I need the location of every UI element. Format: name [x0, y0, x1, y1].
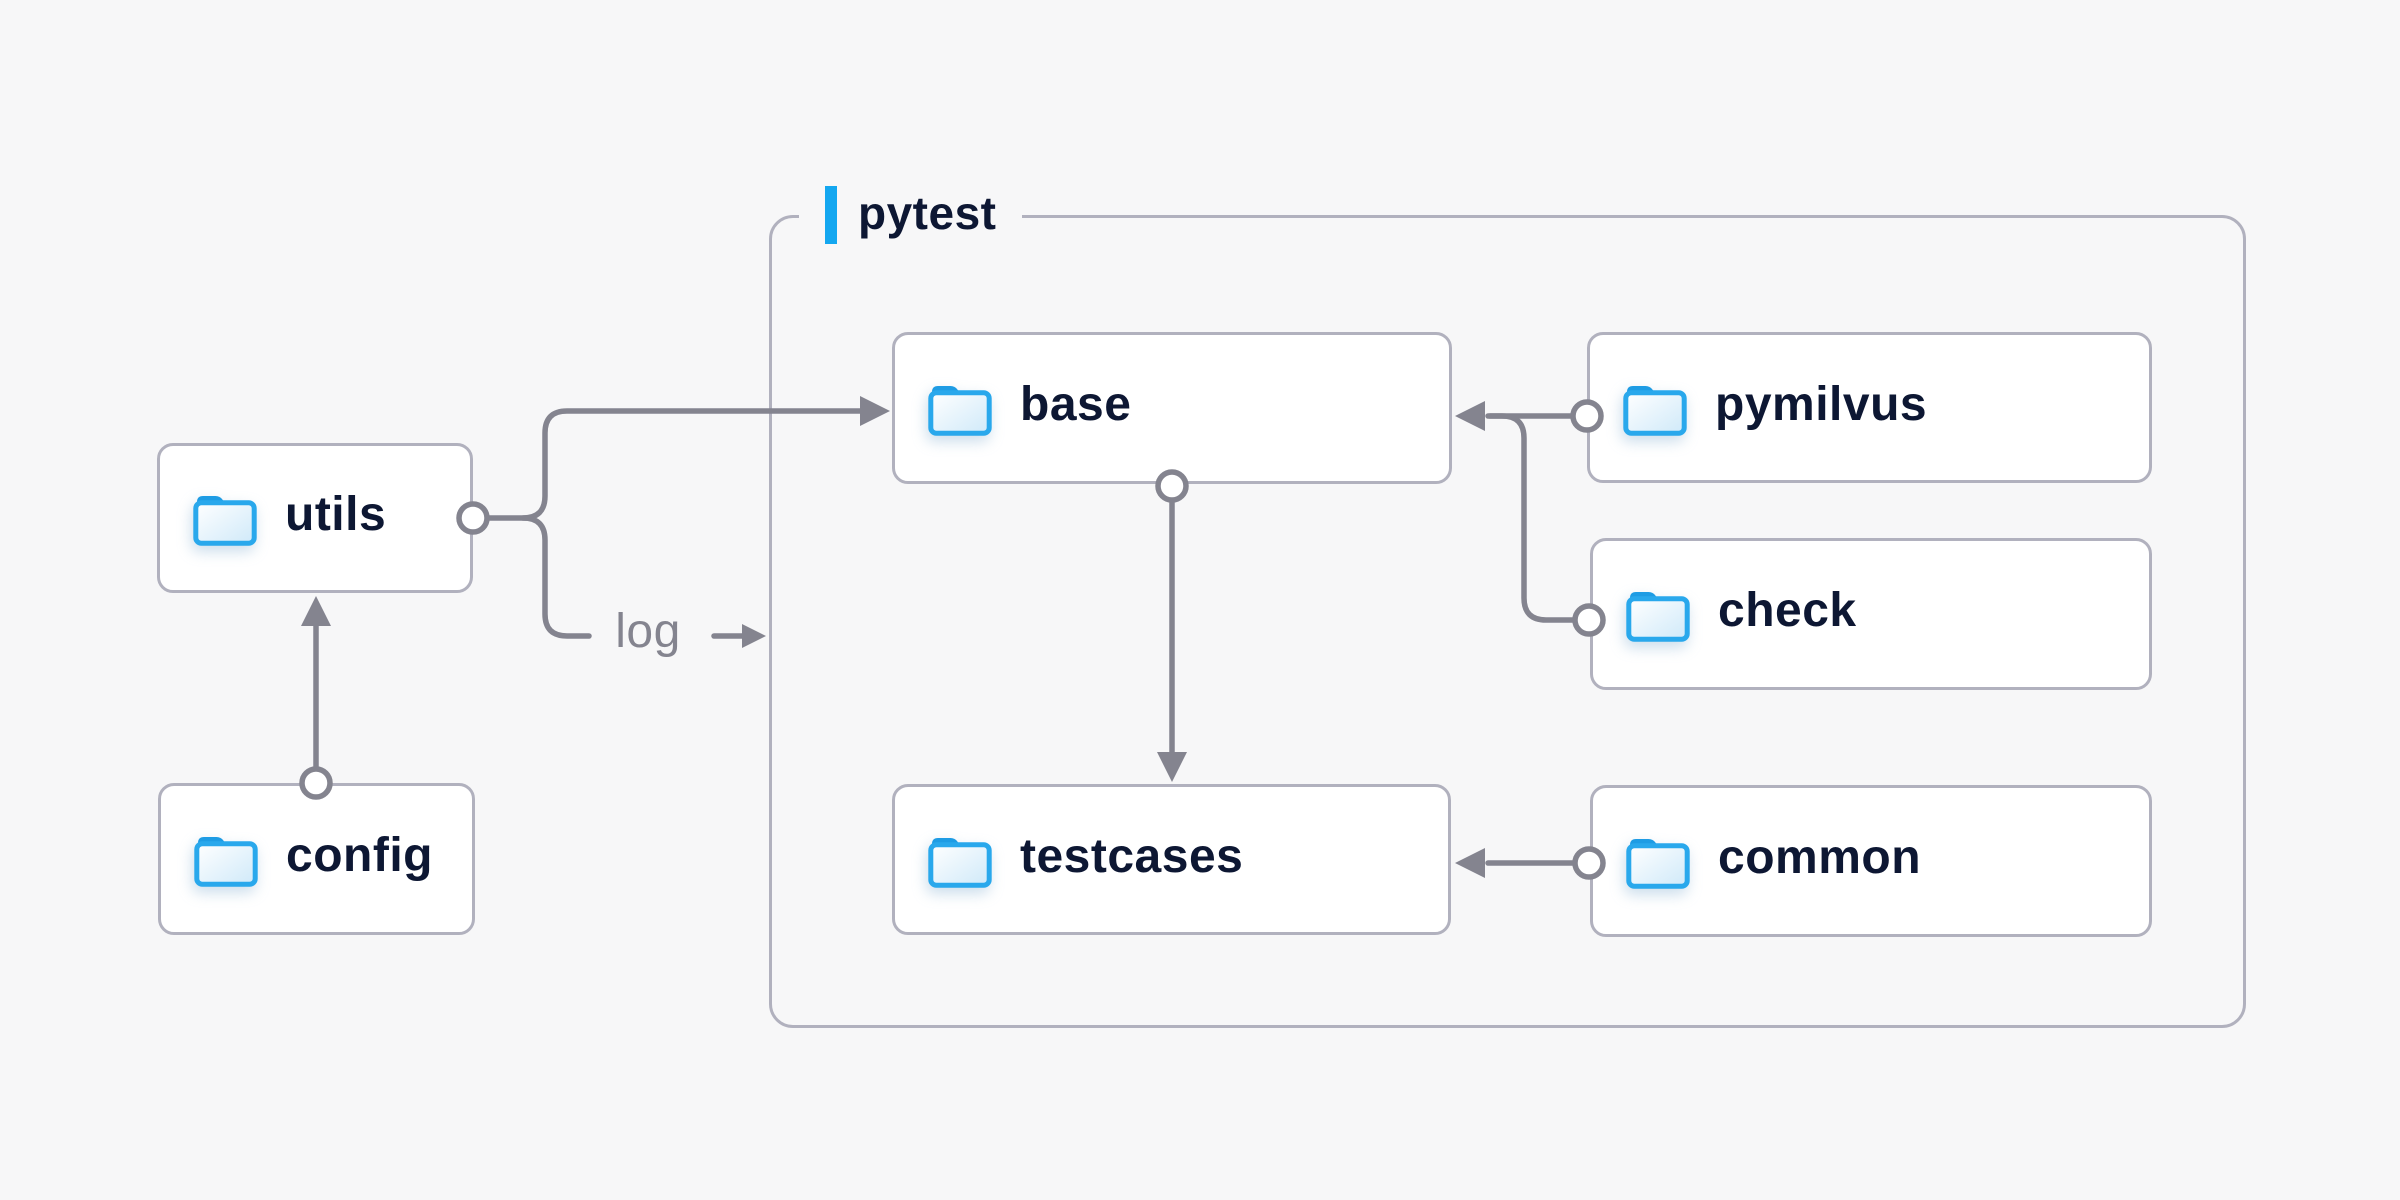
arrowhead: [742, 624, 766, 648]
folder-icon: [1626, 833, 1690, 889]
folder-icon: [928, 832, 992, 888]
node-utils: utils: [157, 443, 473, 593]
node-base: base: [892, 332, 1452, 484]
node-label: check: [1718, 584, 1857, 637]
folder-icon: [928, 380, 992, 436]
folder-icon: [194, 831, 258, 887]
node-common: common: [1590, 785, 2152, 937]
node-testcases: testcases: [892, 784, 1451, 935]
node-label: common: [1718, 831, 1922, 884]
node-label: pymilvus: [1715, 377, 1928, 431]
edge-label-log: log: [615, 605, 681, 658]
node-label: base: [1020, 378, 1132, 431]
folder-icon: [193, 490, 257, 546]
edge-config-utils: [301, 596, 331, 772]
node-pymilvus: pymilvus: [1587, 332, 2152, 483]
pytest-group-label-text: pytest: [858, 187, 997, 239]
node-config: config: [158, 783, 475, 935]
pytest-group: [769, 215, 2246, 1028]
pytest-group-label: pytest: [799, 184, 1023, 246]
node-label: config: [286, 829, 433, 882]
node-label: utils: [285, 488, 387, 541]
folder-icon: [1623, 380, 1687, 436]
node-check: check: [1590, 538, 2152, 690]
accent-bar: [825, 186, 837, 244]
arrowhead: [301, 596, 331, 626]
folder-icon: [1626, 586, 1690, 642]
node-label: testcases: [1020, 829, 1244, 883]
